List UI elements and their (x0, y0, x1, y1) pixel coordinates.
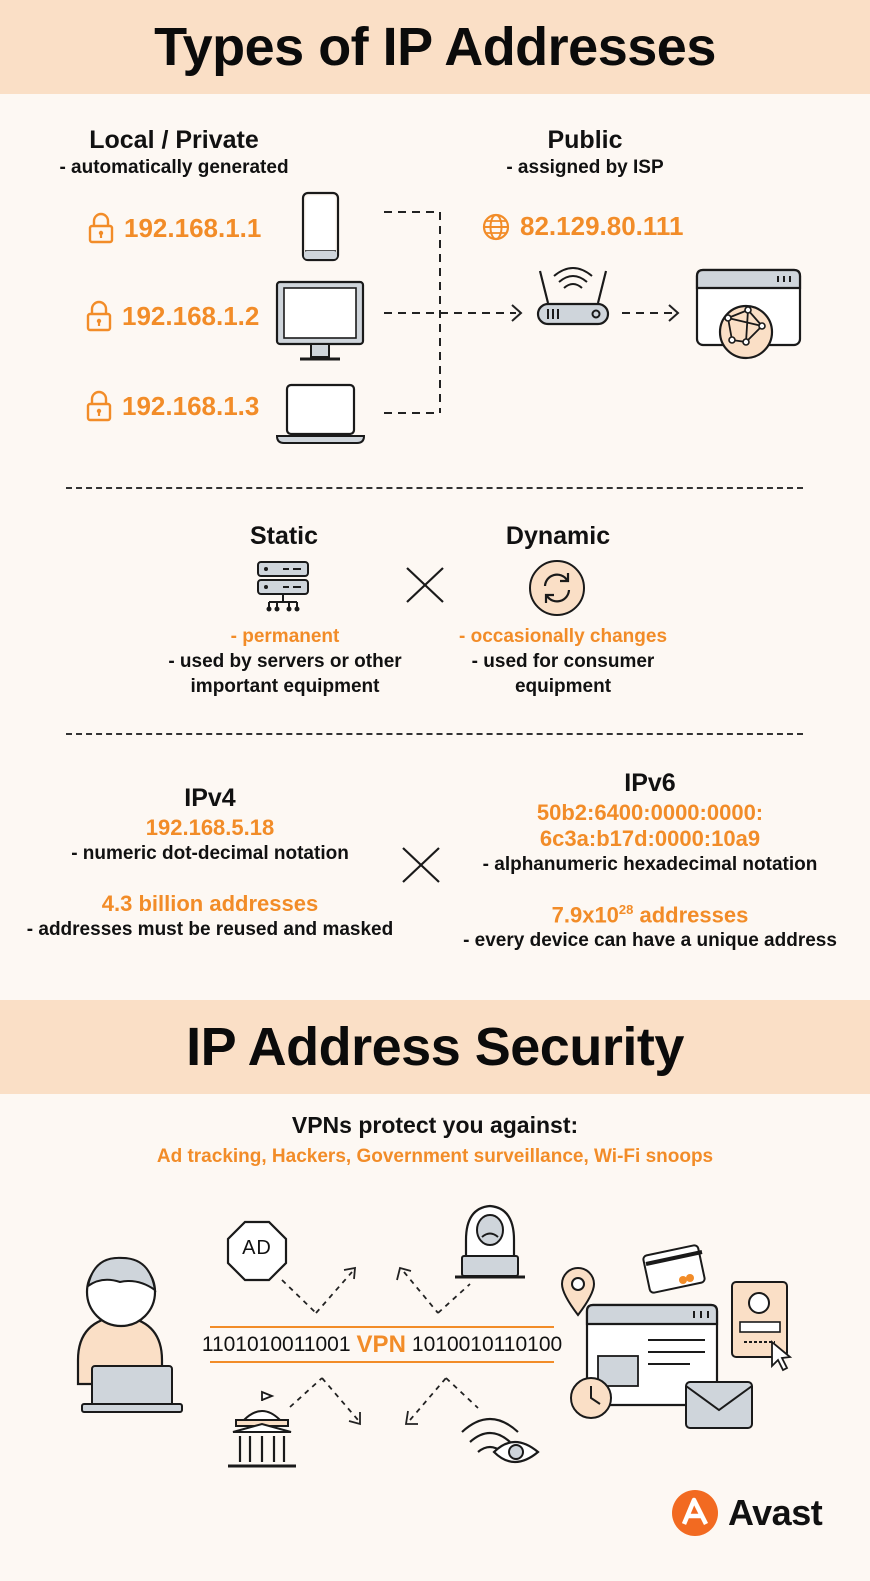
local-heading: Local / Private (89, 126, 259, 154)
ipv6-count-note: - every device can have a unique address (463, 930, 837, 952)
security-title: IP Address Security (186, 1017, 684, 1077)
local-ip-3: 192.168.1.3 (122, 390, 260, 421)
vpn-binary-row: 1101010011001 VPN 1010010110100 (202, 1329, 562, 1361)
arrow-head (511, 304, 523, 322)
local-header: Local / Private - automatically generate… (20, 126, 328, 179)
ipv4-heading: IPv4 (184, 784, 236, 812)
lock-icon (86, 300, 112, 332)
security-subtitle: VPNs protect you against: (291, 1112, 579, 1138)
cross-icon (406, 567, 444, 603)
vpn-label: VPN (356, 1331, 406, 1358)
local-ip-1: 192.168.1.1 (124, 212, 262, 243)
cursor-icon (771, 1340, 793, 1372)
ipv4-notation: - numeric dot-decimal notation (71, 843, 349, 864)
section-divider (66, 487, 803, 489)
cross-icon (402, 847, 440, 883)
static-heading: Static (249, 522, 319, 550)
public-ip: 82.129.80.111 (520, 211, 684, 241)
ad-icon (226, 1220, 288, 1282)
public-ip-row: 82.129.80.111 (482, 211, 683, 242)
location-pin-icon (560, 1267, 596, 1317)
public-header: Public - assigned by ISP (440, 126, 730, 179)
local-subtitle: - automatically generated (59, 157, 289, 178)
local-ip-row-1: 192.168.1.1 (88, 212, 261, 244)
envelope-icon (685, 1381, 753, 1429)
security-threats: Ad tracking, Hackers, Government surveil… (156, 1146, 714, 1167)
public-heading: Public (547, 126, 623, 154)
monitor-icon (275, 280, 365, 361)
browser-page-icon (585, 1303, 719, 1407)
avast-name: Avast (728, 1492, 823, 1533)
router-icon (536, 267, 610, 326)
dynamic-line-1: - occasionally changes (458, 626, 668, 647)
ipv4-block: IPv4 192.168.5.18 - numeric dot-decimal … (10, 784, 410, 941)
ipv6-example-line-2: 6c3a:b17d:0000:10a9 (539, 826, 761, 851)
ipv6-count-rest: addresses (633, 902, 749, 928)
binary-left: 1101010011001 (201, 1333, 351, 1356)
browser-globe-icon (695, 268, 802, 360)
avast-logo-icon (672, 1490, 718, 1536)
ad-label: AD (242, 1237, 272, 1259)
clock-icon (570, 1377, 612, 1419)
threat-arrows (281, 1271, 479, 1421)
page-title: Types of IP Addresses (154, 17, 716, 77)
security-band: IP Address Security (0, 1000, 870, 1094)
static-line-2: - used by servers or other (168, 651, 402, 672)
laptop-icon (275, 383, 366, 444)
ipv6-example-line-1: 50b2:6400:0000:0000: (536, 800, 764, 825)
ipv6-notation: - alphanumeric hexadecimal notation (482, 854, 818, 875)
credit-card-icon (642, 1244, 706, 1294)
local-ip-row-3: 192.168.1.3 (86, 390, 259, 422)
dynamic-line-3: equipment (514, 676, 612, 697)
globe-icon (482, 213, 510, 241)
dynamic-heading: Dynamic (505, 522, 611, 550)
lock-icon (86, 390, 112, 422)
ipv4-count: 4.3 billion addresses (101, 891, 319, 916)
network-diagram (275, 191, 802, 444)
arrow-heads (343, 1266, 418, 1426)
phone-icon (301, 191, 340, 262)
hacker-icon (455, 1204, 525, 1279)
ipv4-count-note: - addresses must be reused and masked (26, 919, 394, 940)
connector-lines (384, 211, 672, 414)
avast-logo: Avast (670, 1488, 823, 1538)
server-icon (257, 561, 309, 612)
dynamic-description: - occasionally changes - used for consum… (418, 624, 708, 699)
government-icon (228, 1390, 296, 1468)
id-card-icon (731, 1281, 788, 1358)
static-description: - permanent - used by servers or other i… (140, 624, 430, 699)
lock-icon (88, 212, 114, 244)
section-divider (66, 733, 803, 735)
refresh-icon (529, 560, 585, 616)
ipv6-count: 7.9x1028 addresses (440, 902, 860, 928)
ipv6-block: IPv6 50b2:6400:0000:0000: 6c3a:b17d:0000… (440, 769, 860, 952)
ipv6-count-base: 7.9x10 (551, 902, 619, 928)
vpn-illustration (76, 1204, 793, 1468)
ipv4-example: 192.168.5.18 (145, 815, 275, 840)
public-subtitle: - assigned by ISP (506, 157, 664, 178)
local-ip-2: 192.168.1.2 (122, 300, 260, 331)
local-ip-row-2: 192.168.1.2 (86, 300, 259, 332)
dynamic-line-2: - used for consumer (471, 651, 655, 672)
ipv6-heading: IPv6 (624, 769, 676, 797)
title-band: Types of IP Addresses (0, 0, 870, 94)
user-icon (76, 1256, 183, 1413)
binary-right: 1010010110100 (411, 1333, 563, 1356)
ipv6-count-exponent: 28 (618, 902, 634, 917)
static-line-3: important equipment (190, 676, 380, 697)
arrow-head (668, 304, 680, 322)
static-line-1: - permanent (230, 626, 340, 647)
wifi-snoop-icon (461, 1418, 540, 1464)
